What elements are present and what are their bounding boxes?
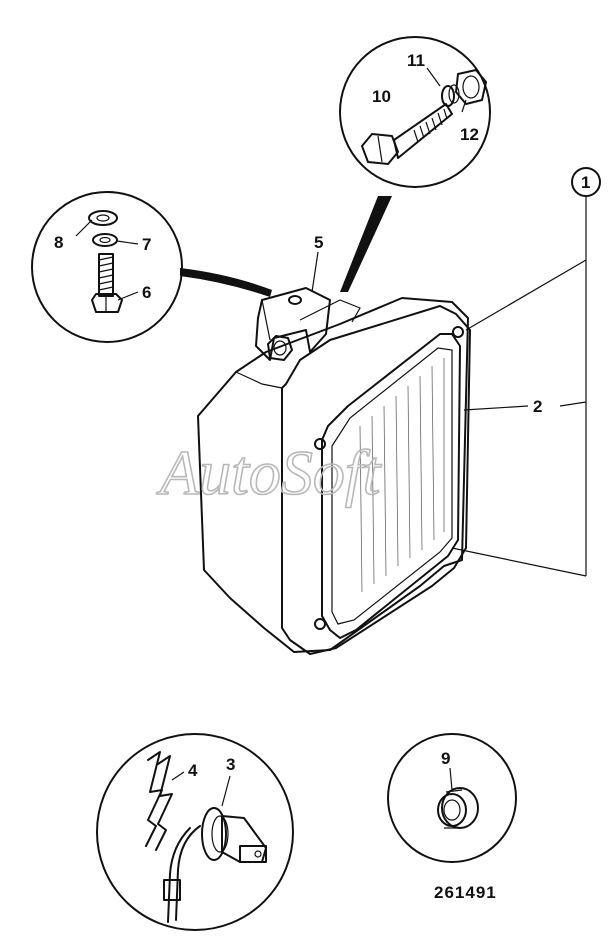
- leader-4: [171, 771, 185, 781]
- callout-9: 9: [441, 749, 450, 768]
- detail-circle-bulb-clip: 4 3: [96, 733, 294, 931]
- callout-11: 11: [407, 51, 425, 70]
- callout-8: 8: [54, 233, 63, 252]
- lamp-lens-2: [321, 333, 461, 639]
- callout-10: 10: [372, 87, 391, 106]
- detail-circle-grommet: 9: [387, 733, 517, 863]
- detail-circle-bolt-washers: 8 7 6: [31, 191, 183, 343]
- work-lamp-assembly: [197, 287, 471, 655]
- detail-circle-outline: [339, 36, 491, 188]
- leader-3: [221, 775, 231, 807]
- callout-1: 1: [581, 173, 590, 192]
- connector-left: [180, 268, 272, 297]
- nut-12: [455, 69, 487, 105]
- bolt-6: [91, 253, 123, 313]
- bezel-screw: [314, 438, 326, 450]
- bolt-10: [361, 103, 453, 165]
- leader-2: [463, 405, 529, 411]
- leader-5: [311, 251, 319, 293]
- lamp-housing: [197, 297, 469, 653]
- bracket-5: [255, 287, 331, 361]
- detail-circle-bolt-nut: 10 11 12: [339, 36, 491, 188]
- leader-9: [449, 767, 453, 791]
- spring-clip-4: [145, 751, 163, 847]
- callout-7: 7: [142, 235, 151, 254]
- drawing-number: 261491: [434, 883, 497, 902]
- callout-6: 6: [142, 283, 151, 302]
- detail-circle-outline: [31, 191, 183, 343]
- lens-texture: [359, 358, 445, 593]
- detail-circle-outline: [387, 733, 517, 863]
- detail-circle-outline: [96, 733, 294, 931]
- callout-3: 3: [226, 755, 235, 774]
- bulb-3: [163, 807, 267, 923]
- flat-washer-8: [88, 210, 118, 226]
- callout-2: 2: [533, 397, 542, 416]
- lamp-bezel: [281, 305, 471, 655]
- leader-12: [461, 99, 467, 113]
- grommet-9: [437, 787, 479, 829]
- callout-1-group: 1: [451, 167, 601, 577]
- callout-4: 4: [188, 761, 198, 780]
- watermark: AutoSoft: [156, 437, 383, 508]
- callout-12: 12: [460, 125, 479, 144]
- connector-top: [340, 196, 392, 292]
- leader-11: [426, 67, 441, 87]
- leader-8: [75, 219, 93, 237]
- callout-5: 5: [314, 233, 323, 252]
- spring-washer-7: [92, 233, 118, 247]
- bezel-screw: [314, 618, 326, 630]
- leader-6: [117, 291, 139, 301]
- spring-washer-11: [441, 84, 460, 107]
- leader-7: [116, 240, 139, 245]
- bezel-screw: [452, 326, 464, 338]
